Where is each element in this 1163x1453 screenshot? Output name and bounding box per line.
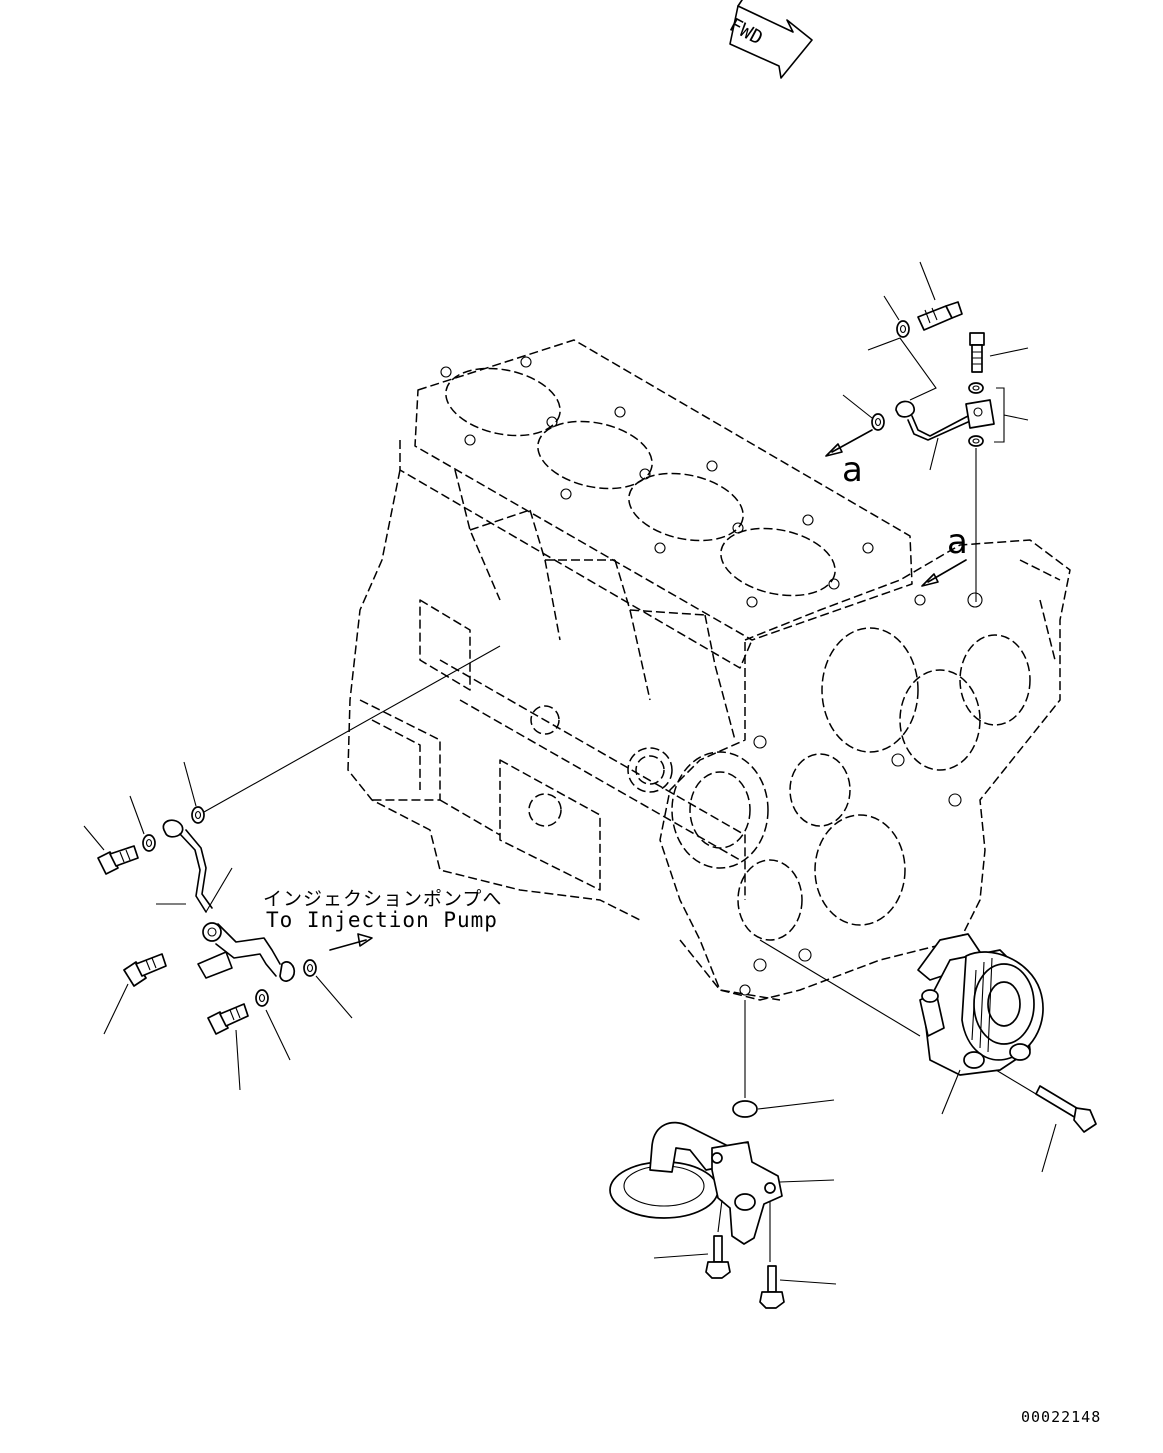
oil-pipe-upper bbox=[825, 261, 1029, 602]
washer-icon bbox=[191, 806, 205, 824]
washer-icon bbox=[896, 320, 910, 338]
fwd-arrow-icon bbox=[729, 0, 813, 79]
washer-icon bbox=[871, 413, 885, 431]
destination-note-japanese: インジェクションポンプへ bbox=[263, 888, 503, 910]
washer-icon bbox=[303, 959, 317, 977]
washer-icon bbox=[142, 834, 156, 852]
strainer-icon bbox=[609, 1121, 783, 1245]
view-marker-a: a bbox=[947, 522, 968, 562]
o-ring-icon bbox=[732, 1100, 758, 1118]
engine-block-outline bbox=[347, 339, 1071, 1001]
washer-icon bbox=[968, 382, 984, 394]
oil-pump bbox=[759, 933, 1097, 1173]
pipe-icon bbox=[162, 819, 296, 982]
pipe-icon bbox=[895, 399, 995, 441]
drawing-number: 00022148 bbox=[1021, 1408, 1102, 1426]
pump-body-icon bbox=[917, 933, 1044, 1076]
washer-icon bbox=[968, 435, 984, 447]
destination-note-english: To Injection Pump bbox=[266, 908, 498, 932]
bolt-icon bbox=[97, 845, 139, 875]
view-marker-a: a bbox=[842, 450, 863, 490]
bolt-icon bbox=[123, 953, 167, 987]
bolt-icon bbox=[969, 332, 985, 373]
bolt-icon bbox=[759, 1265, 785, 1309]
bolt-icon bbox=[207, 1003, 249, 1035]
bolt-icon bbox=[705, 1235, 731, 1279]
washer-icon bbox=[255, 989, 269, 1007]
bolt-icon bbox=[917, 301, 963, 331]
oil-strainer bbox=[609, 1000, 837, 1309]
oil-pipe-left bbox=[83, 645, 501, 1091]
bolt-icon bbox=[1035, 1085, 1097, 1133]
